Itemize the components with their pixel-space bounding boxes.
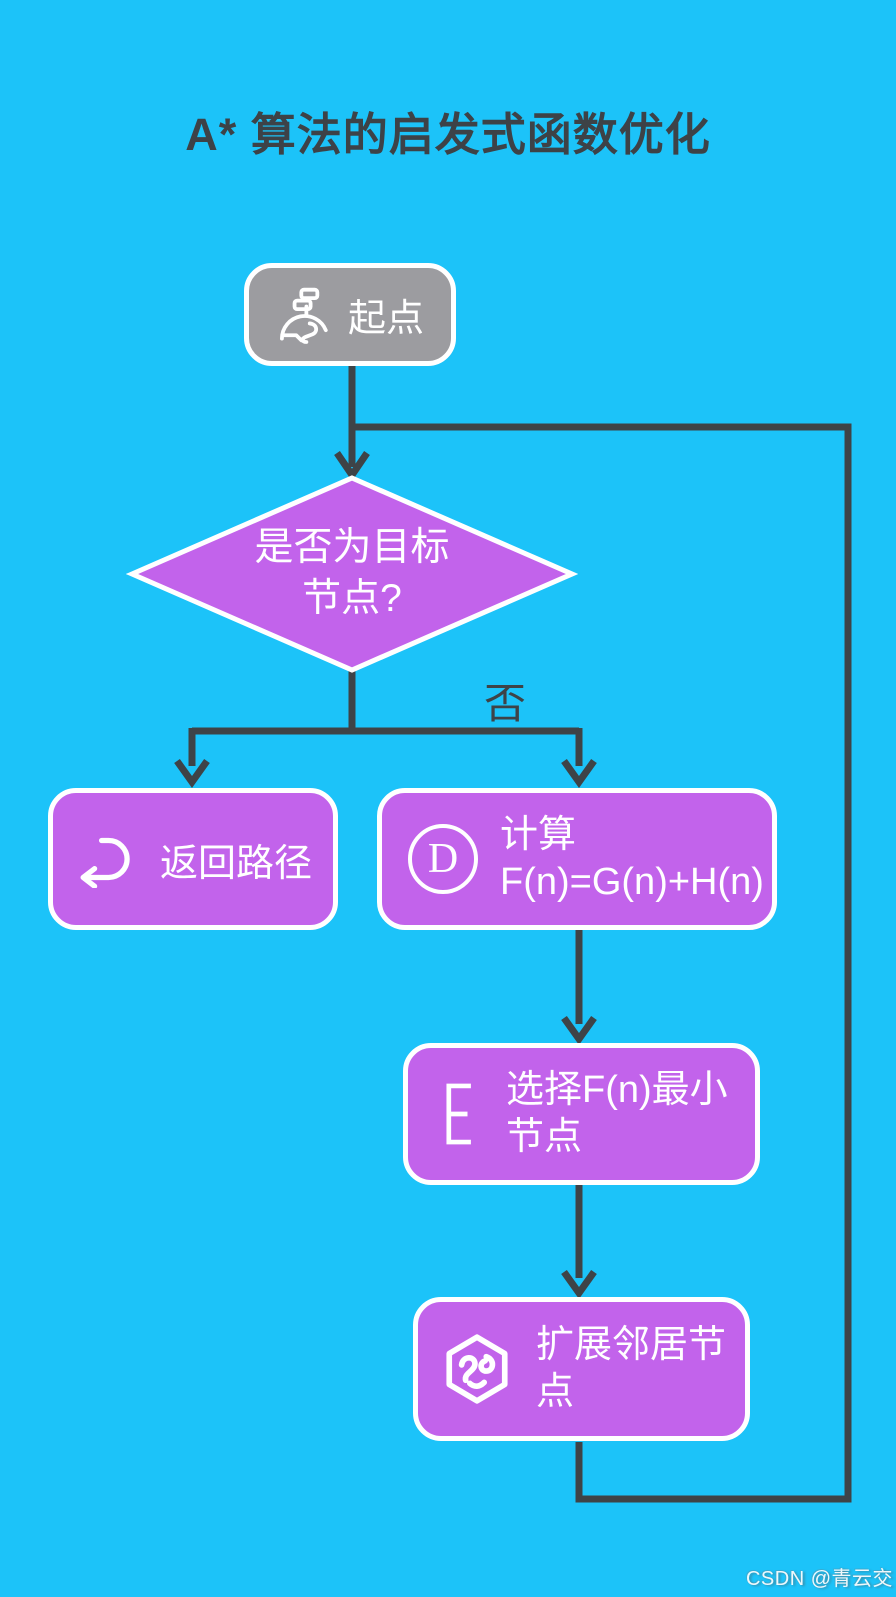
decision-label: 是否为目标 节点? xyxy=(126,472,578,676)
circled-d-letter: D xyxy=(427,836,459,882)
page-title: A* 算法的启发式函数优化 xyxy=(185,109,711,160)
compute-label-line1: 计算 xyxy=(500,813,577,856)
expand-label-line2: 点 xyxy=(536,1371,575,1413)
flow-node-expand: 扩展邻居节 点 xyxy=(413,1297,750,1441)
flow-node-return-path: 返回路径 xyxy=(48,788,338,930)
letter-e-icon xyxy=(442,1076,476,1152)
compute-label-line2: F(n)=G(n)+H(n) xyxy=(500,861,764,903)
start-label: 起点 xyxy=(347,298,424,340)
decision-label-line1: 是否为目标 xyxy=(254,526,450,570)
hexagon-scribble-icon xyxy=(440,1332,514,1406)
flow-node-compute: D 计算 F(n)=G(n)+H(n) xyxy=(377,788,777,930)
decision-label-line2: 节点? xyxy=(302,577,402,620)
flow-node-select-min: 选择F(n)最小 节点 xyxy=(403,1043,760,1185)
select-min-label-line2: 节点 xyxy=(506,1116,583,1158)
expand-label-line1: 扩展邻居节 xyxy=(536,1323,727,1366)
flow-node-start: 起点 xyxy=(244,263,456,366)
csdn-watermark: CSDN @青云交 xyxy=(745,1568,893,1590)
arrowhead-into-decision xyxy=(334,451,370,482)
arrowhead-into-expand xyxy=(561,1269,597,1300)
return-path-label: 返回路径 xyxy=(159,842,312,885)
decision-diamond-shape xyxy=(126,475,578,673)
select-min-label-line1: 选择F(n)最小 xyxy=(506,1068,728,1111)
connector-feedback-loop xyxy=(352,423,852,1503)
circled-d-icon: D xyxy=(408,824,478,894)
no-branch-label: 否 xyxy=(484,680,527,727)
return-arrow-icon xyxy=(74,830,138,888)
arrowhead-into-compute xyxy=(561,758,597,789)
signpost-globe-icon xyxy=(276,286,330,344)
arrowhead-into-select xyxy=(561,1015,597,1046)
flow-node-decision: 是否为目标 节点? xyxy=(126,472,578,676)
arrowhead-into-return xyxy=(174,758,210,789)
